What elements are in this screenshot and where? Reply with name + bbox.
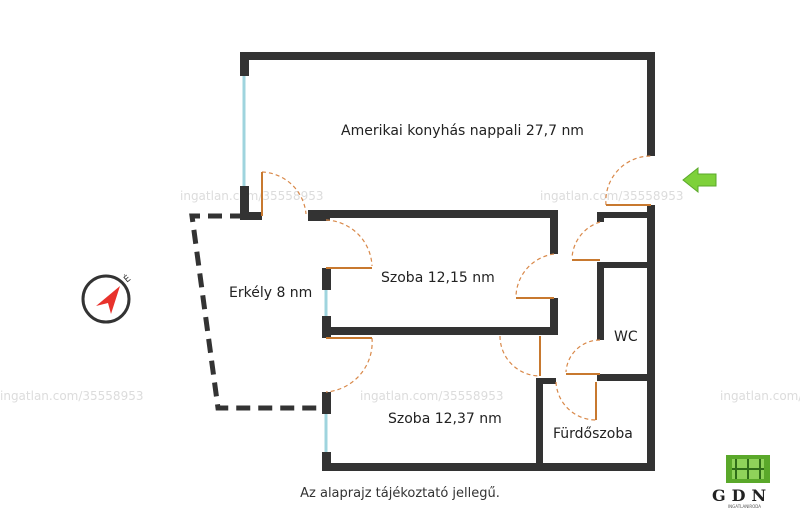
doors — [261, 155, 652, 421]
watermark-5: ingatlan.com/35558953 — [720, 389, 800, 403]
compass-icon: É — [81, 272, 133, 324]
logo-subtext: INGATLANIRODA — [728, 504, 761, 509]
logo-text: GDN — [712, 486, 772, 505]
watermark-4: ingatlan.com/35558953 — [360, 389, 503, 403]
watermark-3: ingatlan.com/35558953 — [0, 389, 143, 403]
logo: GDN INGATLANIRODA — [712, 455, 772, 509]
walls — [240, 52, 655, 471]
room-label-bathroom: Fürdőszoba — [553, 426, 633, 442]
room-label-room2: Szoba 12,37 nm — [388, 411, 502, 427]
watermarks: ingatlan.com/35558953 ingatlan.com/35558… — [0, 189, 800, 403]
entrance-arrow-icon — [682, 166, 717, 194]
windows — [242, 76, 328, 452]
room-label-room1: Szoba 12,15 nm — [381, 270, 495, 286]
room-label-wc: WC — [614, 329, 638, 345]
room-label-balcony: Erkély 8 nm — [229, 285, 312, 301]
watermark-1: ingatlan.com/35558953 — [180, 189, 323, 203]
watermark-2: ingatlan.com/35558953 — [540, 189, 683, 203]
room-label-living: Amerikai konyhás nappali 27,7 nm — [341, 123, 584, 139]
balcony-outline — [189, 213, 324, 411]
disclaimer-note: Az alaprajz tájékoztató jellegű. — [300, 486, 500, 501]
